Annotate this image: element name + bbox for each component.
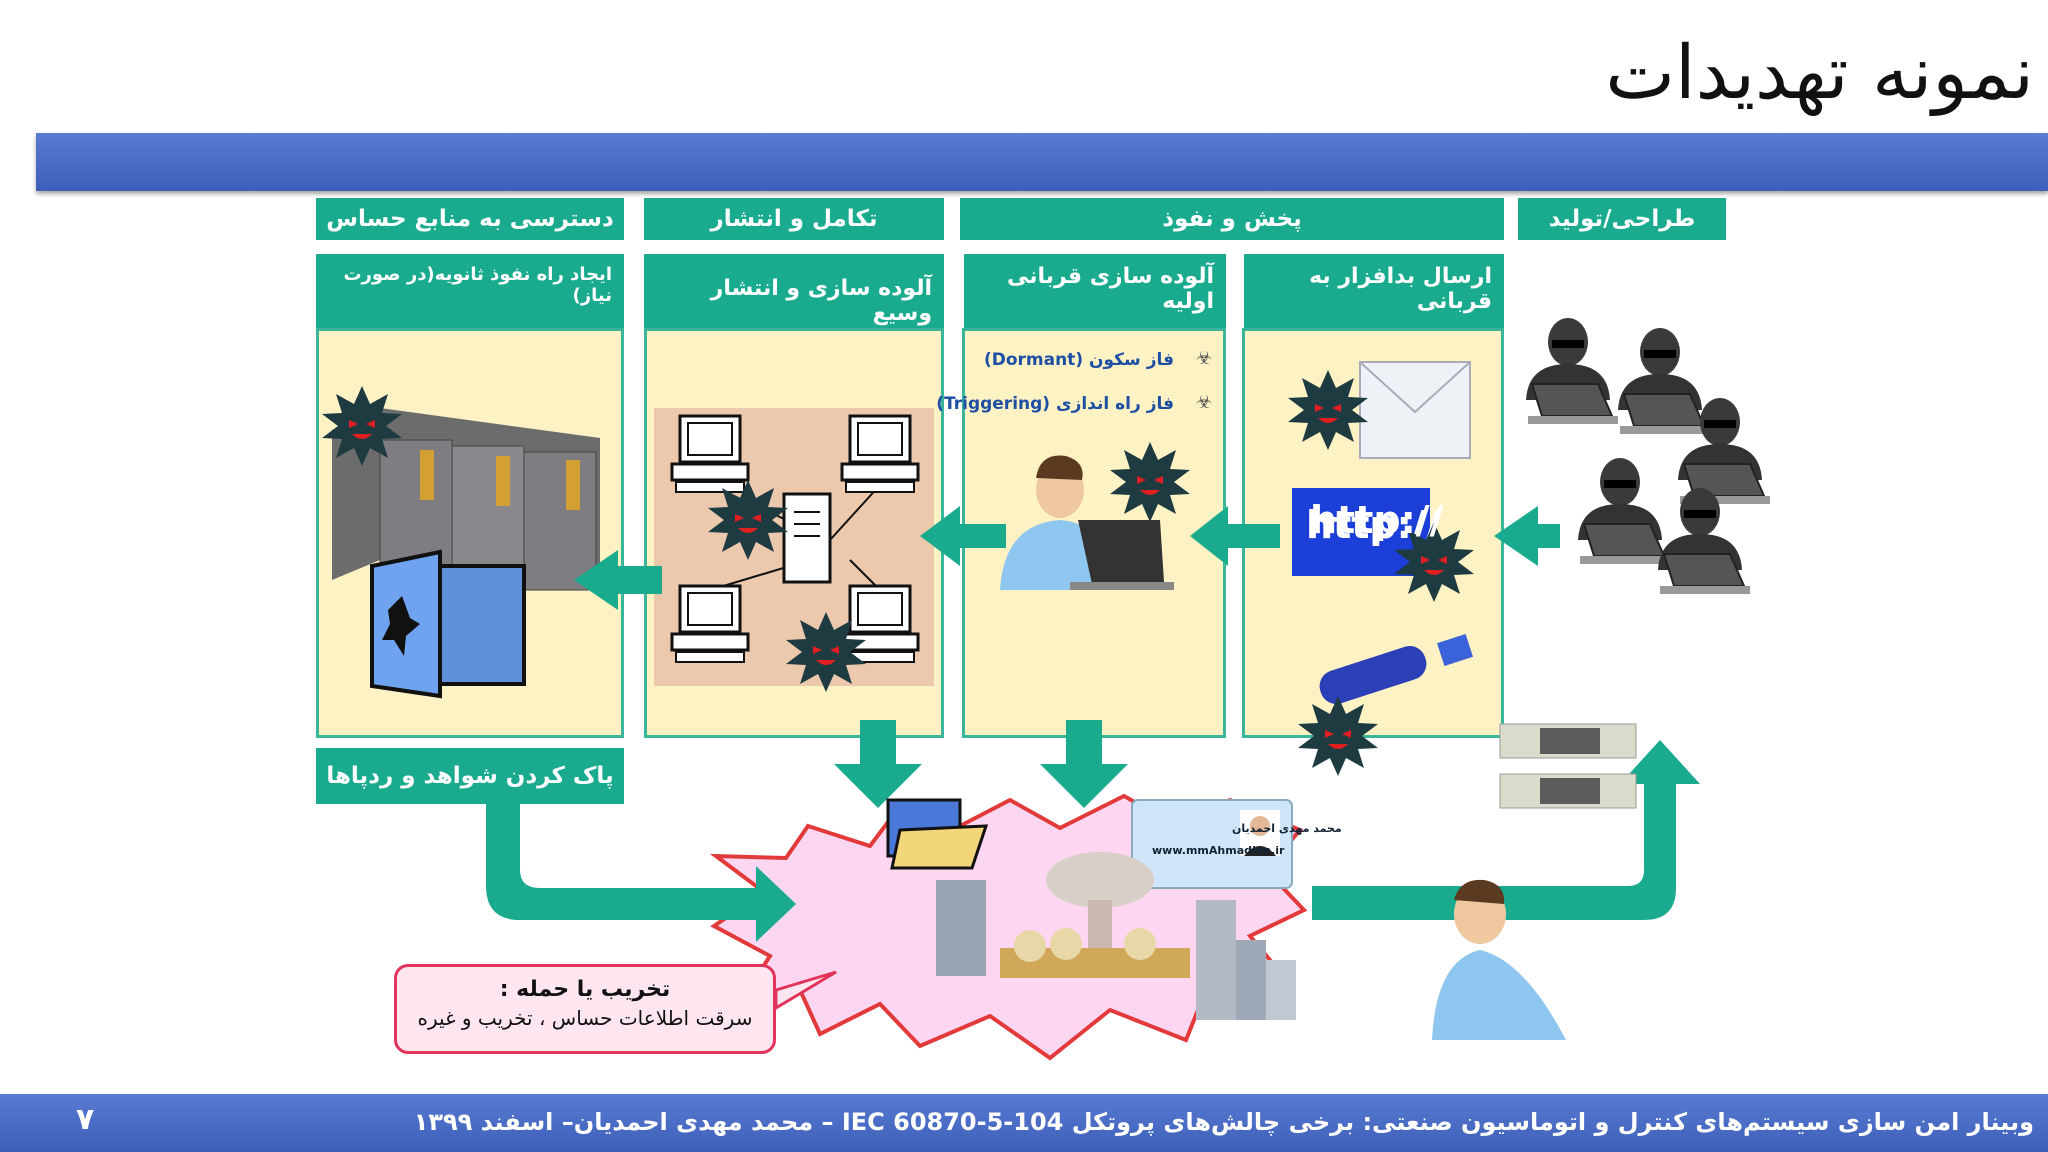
footer-text: وبینار امن سازی سیستم‌های کنترل و اتوماس… — [413, 1108, 2034, 1136]
folder-icon — [886, 798, 989, 870]
panel-initial — [962, 328, 1226, 738]
stage-spread-header: پخش و نفوذ — [960, 198, 1504, 240]
attack-explosion — [709, 793, 1308, 1061]
footer-bar — [0, 1094, 2048, 1152]
stressed-victim-illustration — [1432, 879, 1566, 1040]
biohazard-icon: ☣ — [1196, 348, 1213, 369]
id-card-site: www.mmAhmadian.ir — [1152, 844, 1285, 857]
industrial-city-illustration — [936, 852, 1296, 1020]
phase-trigger: فاز راه اندازی (Triggering) — [936, 394, 1174, 414]
stage-design-header: طراحی/تولید بدافزار — [1518, 198, 1726, 274]
step-wide-header: آلوده سازی و انتشار وسیع — [644, 254, 944, 328]
attack-subtitle: سرقت اطلاعات حساس ، تخریب و غیره — [417, 1006, 753, 1030]
money-stacks-icon — [1499, 723, 1637, 809]
wipe-arrow — [486, 800, 796, 942]
step-initial-header: آلوده سازی قربانی اولیه — [964, 254, 1226, 328]
panel-secondary — [316, 328, 624, 738]
step-send-header: ارسال بدافزار به قربانی — [1244, 254, 1504, 328]
profit-arrow — [1312, 740, 1700, 920]
phase-dormant: فاز سکون (Dormant) — [983, 350, 1174, 370]
http-label: http:// — [1310, 498, 1444, 542]
panel-wide — [644, 328, 944, 738]
attack-callout: تخریب یا حمله : سرقت اطلاعات حساس ، تخری… — [394, 964, 776, 1054]
id-card-name: محمد مهدی احمدیان — [1232, 822, 1342, 835]
biohazard-icon: ☣ — [1196, 392, 1213, 413]
page-title: نمونه تهدیدات — [1605, 30, 2034, 116]
stage-propagate-header: تکامل و انتشار — [644, 198, 944, 240]
wipe-traces-label: پاک کردن شواهد و ردپاها — [316, 748, 624, 804]
stage-access-header: دسترسی به منابع حساس — [316, 198, 624, 240]
header-bar — [36, 133, 2048, 191]
page-number: ۷ — [76, 1102, 95, 1137]
hackers-illustration — [1525, 317, 1771, 595]
id-card — [1131, 799, 1293, 889]
callout-pointer — [774, 970, 837, 1011]
step-secondary-header: ایجاد راه نفوذ ثانویه(در صورت نیاز) — [316, 254, 624, 328]
attack-title: تخریب یا حمله : — [499, 977, 671, 1002]
